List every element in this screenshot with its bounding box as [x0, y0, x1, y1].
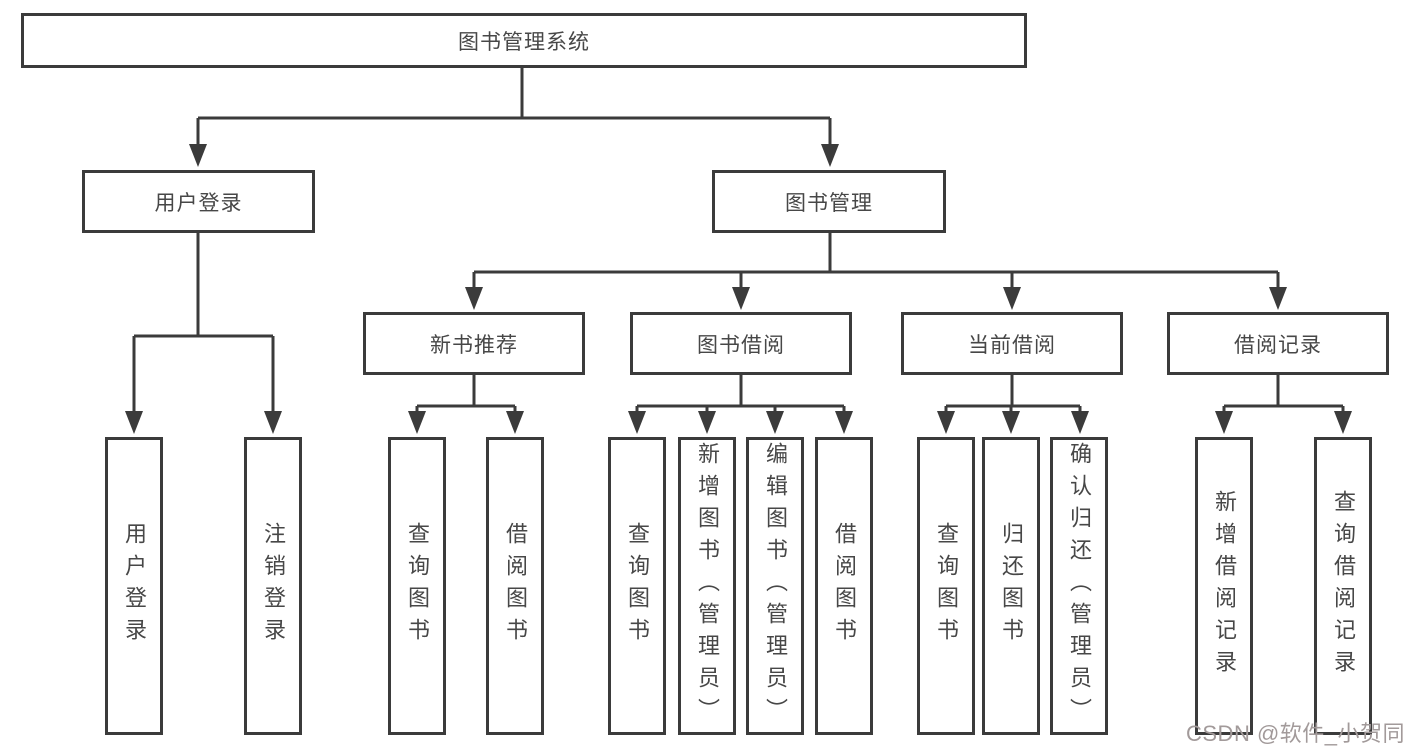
node-user-login: 用户登录: [82, 170, 315, 233]
node-borrow-records: 借阅记录: [1167, 312, 1389, 375]
node-label: 查询图书: [405, 522, 430, 650]
node-label: 新增借阅记录: [1212, 490, 1237, 682]
node-label: 查询图书: [625, 522, 650, 650]
node-label: 当前借阅: [968, 333, 1056, 357]
node-query-borrow-record: 查询借阅记录: [1314, 437, 1372, 735]
csdn-watermark: CSDN @软件_小贺同学: [1186, 721, 1405, 746]
node-label: 图书管理: [785, 191, 873, 215]
node-borrow-book: 借阅图书: [486, 437, 544, 735]
node-label: 借阅图书: [832, 522, 857, 650]
node-label: 查询图书: [934, 522, 959, 650]
node-book-borrow: 图书借阅: [630, 312, 852, 375]
node-new-book-recommend: 新书推荐: [363, 312, 585, 375]
node-confirm-return-admin: 确认归还（管理员）: [1050, 437, 1108, 735]
arrowhead-icons: [125, 144, 1352, 434]
node-return-book: 归还图书: [982, 437, 1040, 735]
node-user-login-action: 用户登录: [105, 437, 163, 735]
node-edit-book-admin: 编辑图书（管理员）: [746, 437, 804, 735]
node-root-system: 图书管理系统: [21, 13, 1027, 68]
node-query-book-2: 查询图书: [608, 437, 666, 735]
node-label: 查询借阅记录: [1331, 490, 1356, 682]
node-label: 图书管理系统: [458, 30, 590, 54]
node-logout-action: 注销登录: [244, 437, 302, 735]
node-label: 借阅记录: [1234, 333, 1322, 357]
node-label: 编辑图书（管理员）: [763, 442, 788, 730]
node-query-book: 查询图书: [388, 437, 446, 735]
node-current-borrow: 当前借阅: [901, 312, 1123, 375]
node-book-management: 图书管理: [712, 170, 946, 233]
node-label: 图书借阅: [697, 333, 785, 357]
node-label: 借阅图书: [503, 522, 528, 650]
node-borrow-book-2: 借阅图书: [815, 437, 873, 735]
node-label: 确认归还（管理员）: [1067, 442, 1092, 730]
node-label: 新书推荐: [430, 333, 518, 357]
node-label: 用户登录: [154, 191, 243, 215]
node-label: 注销登录: [261, 522, 286, 650]
node-label: 用户登录: [122, 522, 147, 650]
node-add-borrow-record: 新增借阅记录: [1195, 437, 1253, 735]
node-label: 新增图书（管理员）: [695, 442, 720, 730]
node-label: 归还图书: [999, 522, 1024, 650]
node-query-book-3: 查询图书: [917, 437, 975, 735]
node-add-book-admin: 新增图书（管理员）: [678, 437, 736, 735]
